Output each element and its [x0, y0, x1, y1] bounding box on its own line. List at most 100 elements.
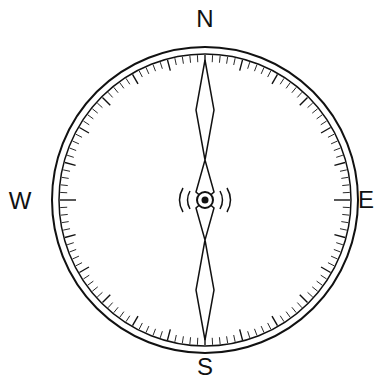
- scale-tick: [120, 83, 124, 89]
- pivot: [197, 192, 213, 208]
- scale-tick: [139, 71, 142, 77]
- scale-tick: [343, 192, 350, 193]
- scale-tick: [331, 141, 337, 144]
- scale-tick: [248, 331, 250, 338]
- scale-tick: [336, 155, 343, 157]
- scale-tick: [280, 78, 284, 84]
- scale-tick: [167, 329, 170, 340]
- scale-tick: [317, 115, 323, 119]
- scale-tick: [153, 65, 156, 72]
- scale-tick: [182, 57, 183, 64]
- scale-tick: [73, 141, 79, 144]
- scale-tick: [88, 281, 94, 285]
- scale-tick: [328, 263, 334, 266]
- scale-tick: [114, 307, 118, 312]
- scale-tick: [62, 177, 69, 178]
- scale-tick: [97, 103, 102, 108]
- scale-tick: [61, 214, 68, 216]
- outer-ring: [52, 47, 358, 353]
- scale-tick: [108, 303, 113, 308]
- scale-tick: [126, 78, 130, 84]
- scale-tick: [340, 170, 347, 171]
- scale-tick: [254, 65, 257, 72]
- scale-tick: [79, 267, 89, 273]
- scale-tick: [342, 184, 349, 186]
- scale-tick: [60, 199, 76, 200]
- scale-tick: [254, 329, 257, 336]
- scale-tick: [65, 235, 76, 238]
- direction-letter: E: [358, 188, 374, 212]
- scale-tick: [120, 312, 124, 318]
- scale-tick: [97, 292, 102, 297]
- scale-tick: [292, 87, 296, 92]
- scale-tick: [139, 323, 142, 329]
- scale-tick: [60, 207, 67, 208]
- scale-tick: [334, 235, 345, 238]
- scale-tick: [212, 338, 213, 345]
- scale-tick: [331, 256, 337, 259]
- scale-tick: [65, 162, 76, 165]
- scale-tick: [297, 303, 302, 308]
- scale-tick: [343, 207, 350, 208]
- scale-tick: [308, 103, 313, 108]
- scale-tick: [126, 316, 130, 322]
- direction-letter: N: [196, 7, 213, 31]
- scale-tick: [219, 56, 221, 63]
- scale-tick: [342, 214, 349, 216]
- scale-tick: [70, 148, 77, 151]
- scale-tick: [83, 275, 89, 279]
- scale-tick: [240, 60, 243, 71]
- scale-tick: [92, 287, 97, 291]
- scale-tick: [62, 222, 69, 223]
- scale-tick: [268, 323, 271, 329]
- scale-tick: [63, 229, 70, 230]
- scale-tick: [300, 97, 308, 105]
- scale-tick: [175, 58, 176, 65]
- scale-tick: [334, 162, 345, 165]
- scale-tick: [340, 229, 347, 230]
- scale-tick: [189, 56, 191, 63]
- scale-tick: [60, 192, 67, 193]
- scale-tick: [197, 55, 198, 62]
- vibration-arcs-right: [220, 188, 231, 212]
- scale-tick: [321, 267, 331, 273]
- scale-tick: [160, 62, 162, 69]
- scale-tick: [146, 326, 149, 332]
- scale-tick: [114, 87, 118, 92]
- scale-tick: [308, 292, 313, 297]
- scale-tick: [133, 316, 139, 326]
- scale-tick: [175, 335, 176, 342]
- scale-tick: [272, 74, 278, 84]
- scale-tick: [212, 55, 213, 62]
- scale-tick: [92, 109, 97, 113]
- scale-tick: [336, 243, 343, 245]
- scale-tick: [341, 222, 348, 223]
- scale-tick: [240, 329, 243, 340]
- scale-tick: [73, 256, 79, 259]
- vibration-arcs-left: [180, 188, 191, 212]
- scale-tick: [234, 335, 235, 342]
- needle-north: [196, 60, 214, 200]
- scale-tick: [334, 249, 341, 252]
- scale-tick: [312, 109, 317, 113]
- scale-tick: [102, 295, 110, 303]
- scale-tick: [146, 68, 149, 74]
- scale-tick: [227, 57, 228, 64]
- scale-tick: [272, 316, 278, 326]
- scale-tick: [88, 115, 94, 119]
- scale-tick: [79, 128, 89, 134]
- scale-tick: [67, 243, 74, 245]
- scale-tick: [219, 337, 221, 344]
- scale-tick: [197, 338, 198, 345]
- scale-tick: [292, 307, 296, 312]
- direction-letter: W: [9, 189, 32, 213]
- inner-ring: [59, 54, 351, 346]
- scale-tick: [70, 249, 77, 252]
- scale-tick: [321, 275, 327, 279]
- scale-tick: [227, 336, 228, 343]
- scale-tick: [297, 92, 302, 97]
- direction-letter: S: [197, 355, 213, 379]
- scale-tick: [248, 62, 250, 69]
